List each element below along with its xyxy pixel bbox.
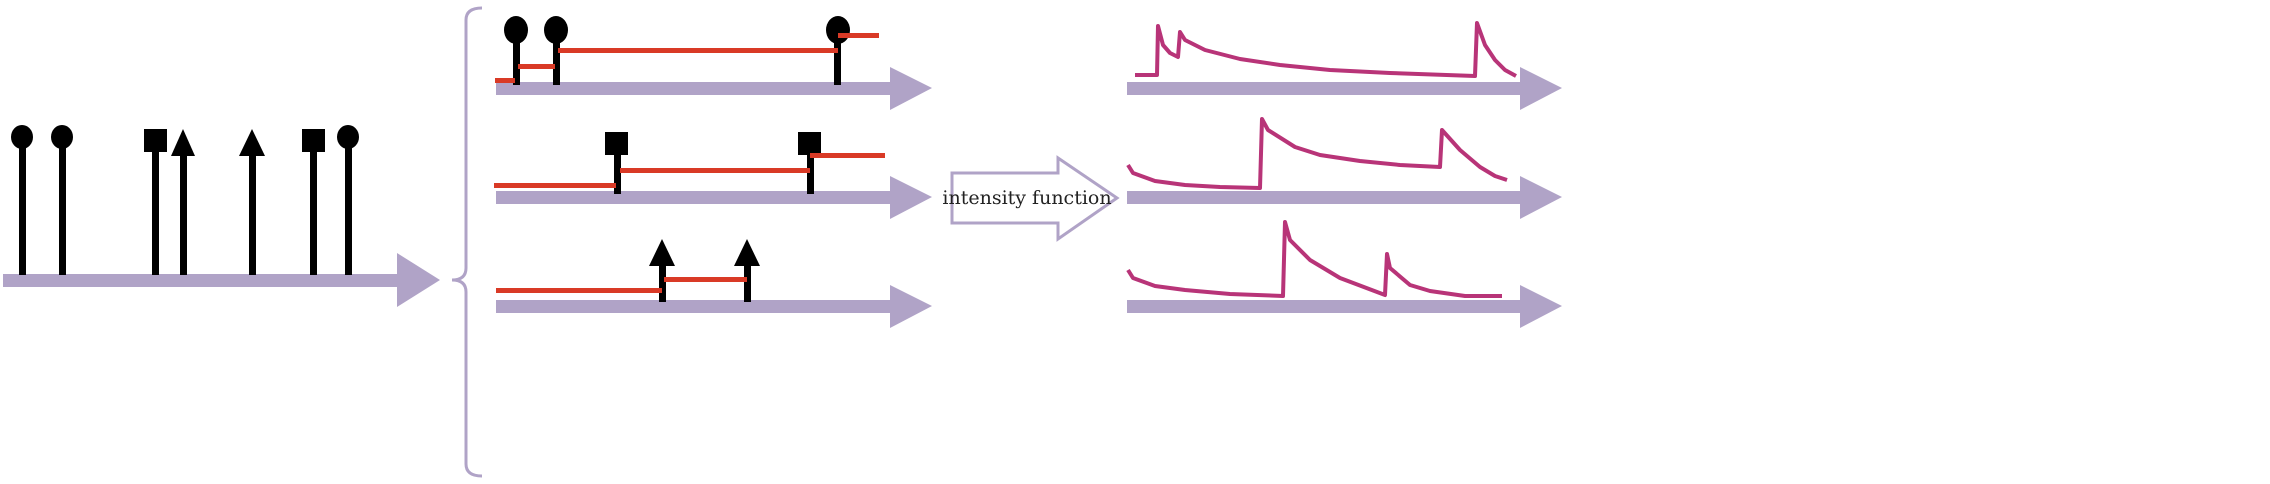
time-axis-arrow [1127,176,1562,219]
split-brace [451,6,483,478]
intensity-circle-events [1127,21,1562,110]
square-event-icon [605,132,628,194]
time-axis-arrow [496,67,932,110]
intensity-curve [1126,117,1508,190]
triangle-event-icon [649,239,675,302]
time-axis-arrow [496,176,932,219]
circle-event-icon [11,125,33,275]
history-step-line [494,153,885,188]
history-step-line [496,277,747,293]
timeline-circle-events [495,16,932,110]
combined-timeline [3,125,440,307]
intensity-square-events [1126,117,1562,219]
intensity-curve [1135,21,1517,78]
intensity-function-label: intensity function [942,187,1111,209]
circle-event-icon [51,125,73,275]
intensity-function-arrow: intensity function [942,155,1120,242]
circle-event-icon [337,125,359,275]
intensity-triangle-events [1126,220,1562,328]
history-step-line [495,33,879,83]
triangle-event-icon [239,129,265,275]
intensity-curve [1126,220,1502,298]
square-event-icon [144,129,167,275]
circle-event-icon [504,16,528,85]
triangle-event-icon [734,239,760,302]
circle-event-icon [544,16,568,85]
square-event-icon [798,132,821,194]
time-axis-arrow [1127,67,1562,110]
square-event-icon [302,129,325,275]
time-axis-arrow [3,253,440,307]
time-axis-arrow [1127,285,1562,328]
triangle-event-icon [171,129,195,275]
time-axis-arrow [496,285,932,328]
timeline-square-events [494,132,932,219]
timeline-triangle-events [496,239,932,328]
